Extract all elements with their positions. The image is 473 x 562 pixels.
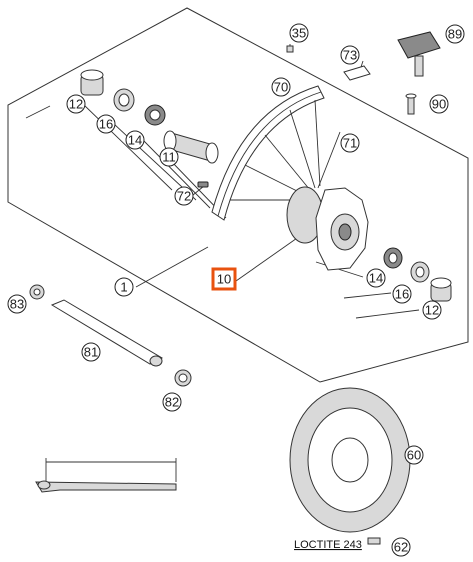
- callout-12-top: 12: [66, 94, 86, 114]
- svg-text:73: 73: [343, 48, 357, 63]
- callout-72: 72: [174, 186, 194, 206]
- svg-text:14: 14: [369, 271, 383, 286]
- wheel-bearing-right-part: [383, 247, 403, 269]
- svg-text:60: 60: [407, 448, 421, 463]
- svg-text:12: 12: [69, 97, 83, 112]
- callout-12-right: 12: [422, 300, 442, 320]
- axle-nut-part: [29, 284, 45, 300]
- callout-82: 82: [162, 392, 182, 412]
- svg-text:35: 35: [292, 26, 306, 41]
- brake-disc-part: [289, 387, 411, 533]
- svg-text:14: 14: [128, 133, 142, 148]
- shaft-seal-right-part: [410, 261, 430, 283]
- axle-dimension-drawing: [35, 458, 177, 493]
- svg-text:1: 1: [120, 280, 127, 295]
- callout-90: 90: [429, 94, 449, 114]
- callout-60: 60: [404, 445, 424, 465]
- spokes-part: [230, 99, 321, 201]
- svg-text:11: 11: [162, 150, 176, 165]
- tire-valve-part: [397, 31, 441, 77]
- svg-text:62: 62: [394, 540, 408, 555]
- wheel-bearing-part: [144, 104, 166, 126]
- callout-35: 35: [289, 23, 309, 43]
- callout-71: 71: [340, 133, 360, 153]
- callout-10-highlighted: 10: [211, 267, 237, 291]
- sticker-part: [343, 65, 371, 81]
- svg-text:16: 16: [99, 117, 113, 132]
- callout-73: 73: [340, 45, 360, 65]
- disc-screw-part: [367, 537, 381, 545]
- distance-sleeve-part: [163, 130, 219, 164]
- bearing-spacer-part: [80, 69, 104, 96]
- svg-text:16: 16: [395, 287, 409, 302]
- svg-text:10: 10: [217, 272, 231, 287]
- svg-text:71: 71: [343, 136, 357, 151]
- svg-text:89: 89: [448, 27, 462, 42]
- assembly-frame: [7, 7, 469, 383]
- callout-14-top: 14: [125, 130, 145, 150]
- svg-text:82: 82: [165, 395, 179, 410]
- wheel-hub-part: [286, 186, 369, 271]
- callout-70: 70: [271, 77, 291, 97]
- shaft-seal-part: [113, 88, 135, 112]
- svg-text:12: 12: [425, 303, 439, 318]
- callout-1: 1: [114, 277, 134, 297]
- callout-81: 81: [81, 342, 101, 362]
- callout-11: 11: [159, 147, 179, 167]
- axle-collar-part: [174, 369, 192, 387]
- svg-text:90: 90: [432, 97, 446, 112]
- callout-14-right: 14: [366, 268, 386, 288]
- svg-text:81: 81: [84, 345, 98, 360]
- callout-83: 83: [7, 294, 27, 314]
- callout-89: 89: [445, 24, 465, 44]
- callout-16-top: 16: [96, 114, 116, 134]
- bolt-part: [405, 93, 417, 115]
- screw-part: [286, 45, 294, 53]
- wheel-axle-part: [50, 299, 164, 367]
- rim-part: [211, 85, 325, 221]
- spoke-nipple-part: [197, 181, 209, 188]
- loctite-note: LOCTITE 243: [294, 539, 362, 551]
- callout-16-right: 16: [392, 284, 412, 304]
- svg-text:70: 70: [274, 80, 288, 95]
- callout-62: 62: [391, 537, 411, 557]
- svg-text:72: 72: [177, 189, 191, 204]
- spacer-right-part: [430, 277, 452, 302]
- svg-text:83: 83: [10, 297, 24, 312]
